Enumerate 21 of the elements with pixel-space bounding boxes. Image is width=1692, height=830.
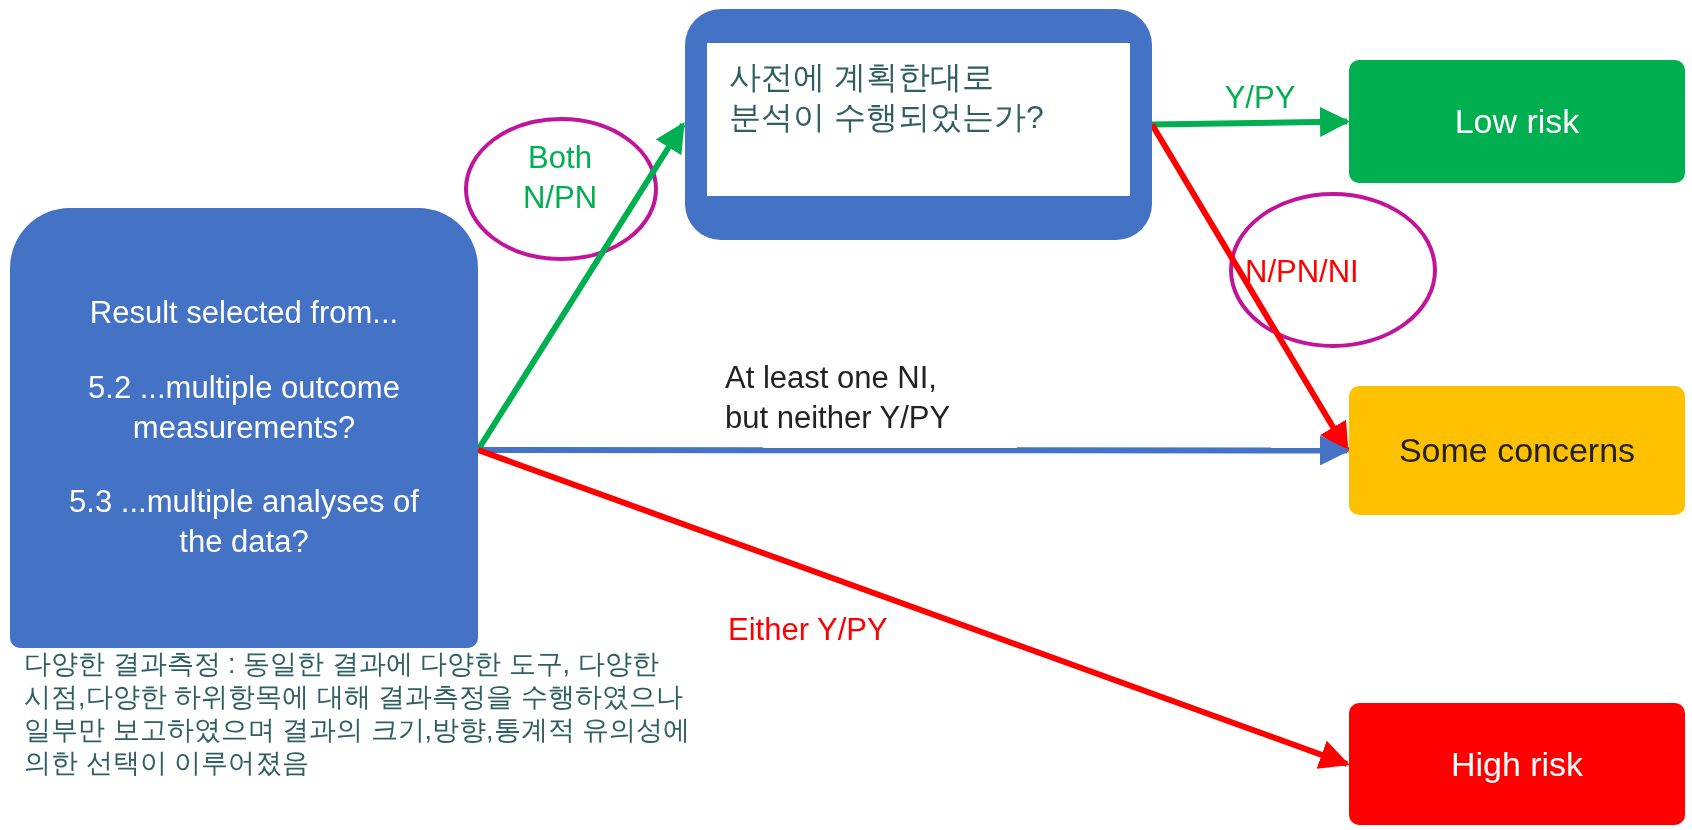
- edge-label: N/PN/NI: [1245, 253, 1360, 291]
- question-text: 5.3 ...multiple analyses of the data?: [68, 483, 420, 562]
- note-text: 다양한 결과측정 : 동일한 결과에 다양한 도구, 다양한 시점,다양한 하위항목에 대해 결과측정을 수행하였으나 일부만 보고하였으며 결과의 크기,방향,통계적 유의성에 의한 선택이 이루어졌음: [24, 648, 691, 780]
- edge-label: Both N/PN: [521, 139, 599, 218]
- risk-box: [1349, 386, 1685, 515]
- question-box: [685, 9, 1152, 240]
- risk-box: [1349, 703, 1685, 825]
- edge-label: Either Y/PY: [728, 611, 889, 649]
- risk-label: Low risk: [1453, 101, 1581, 143]
- arrow: [476, 447, 1350, 769]
- question-box: [10, 208, 478, 648]
- question-text: 사전에 계획한대로 분석이 수행되었는가?: [707, 43, 1130, 196]
- risk-box: [1349, 60, 1685, 183]
- question-text: Result selected from...: [88, 294, 400, 333]
- question-text: 5.2 ...multiple outcome measurements?: [87, 368, 401, 447]
- edge-label: Y/PY: [1223, 79, 1297, 117]
- edge-label: At least one NI, but neither Y/PY: [725, 359, 952, 438]
- risk-label: Some concerns: [1397, 430, 1637, 472]
- arrow: [1151, 106, 1350, 137]
- arrow: [478, 435, 1350, 466]
- risk-label: High risk: [1449, 743, 1585, 785]
